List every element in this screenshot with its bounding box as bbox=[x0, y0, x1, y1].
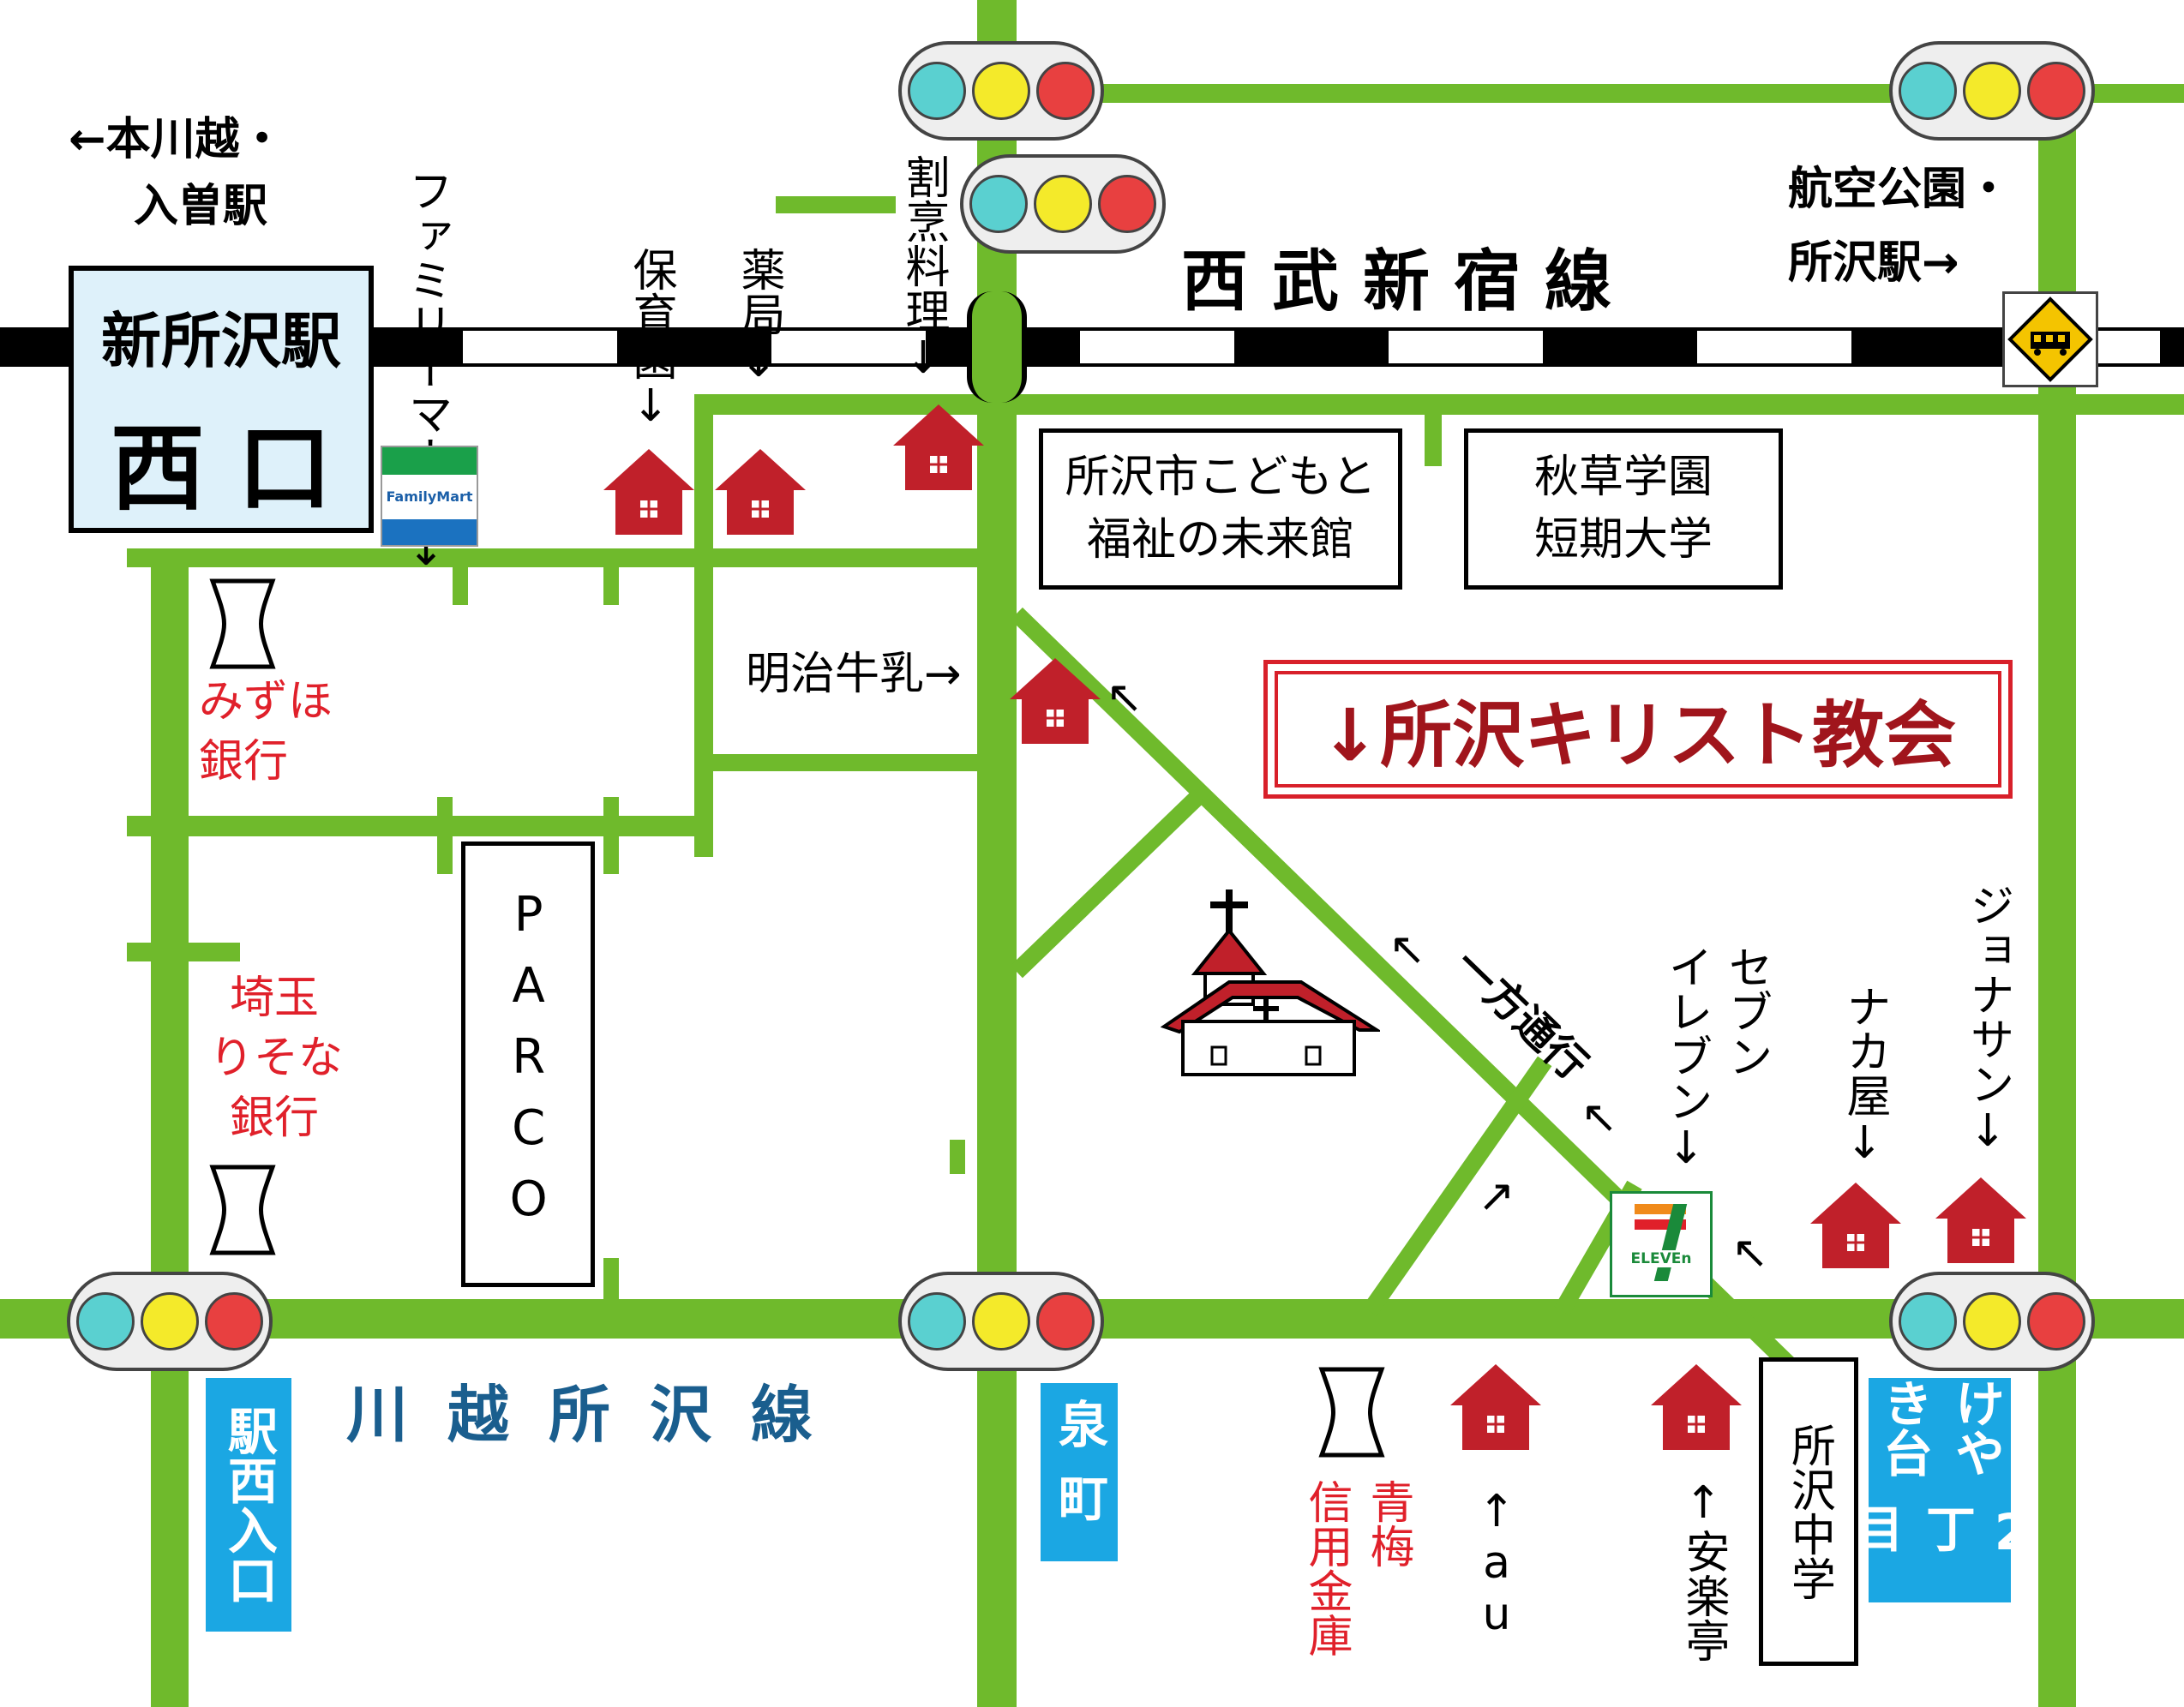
intersection-keyakidai-2chome: けやき台 2丁目 bbox=[1845, 1378, 2041, 1602]
house-icon bbox=[1810, 1183, 1901, 1268]
bank-icon bbox=[209, 578, 276, 669]
one-way-arrow-icon: ↖ bbox=[1389, 924, 1426, 975]
house-icon bbox=[1450, 1364, 1541, 1450]
main-road-name: 川越所沢線 bbox=[346, 1379, 853, 1451]
road-stub-7 bbox=[603, 1258, 619, 1303]
intersection-eki-nishi-iriguchi: 駅西入口 bbox=[206, 1378, 291, 1632]
road-parco-street bbox=[127, 816, 711, 836]
restaurant-label: 割烹料理↓ bbox=[897, 154, 949, 384]
one-way-arrow-icon: ↖ bbox=[1581, 1092, 1618, 1143]
road-stub-1 bbox=[453, 548, 468, 605]
church-title-box: ↓所沢キリスト教会 bbox=[1263, 660, 2013, 799]
one-way-street-label: 一方通行 bbox=[1444, 940, 1597, 1090]
house-icon bbox=[1935, 1177, 2026, 1263]
road-stub-6 bbox=[1425, 415, 1442, 466]
akikusa-gakuen-college: 秋草学園短期大学 bbox=[1464, 428, 1783, 590]
one-way-arrow-icon: ↗ bbox=[1478, 1171, 1515, 1222]
resona-bank-line2: りそな bbox=[209, 1033, 344, 1084]
direction-east-line2: 所沢駅→ bbox=[1788, 237, 1959, 289]
direction-west-line1: ←本川越・ bbox=[69, 114, 285, 165]
station-box: 新所沢駅 西 口 bbox=[69, 266, 374, 533]
seven-eleven-logo-icon: ELEVEn bbox=[1610, 1191, 1713, 1297]
station-exit: 西 口 bbox=[110, 414, 333, 524]
road-familymart-street bbox=[127, 548, 994, 567]
one-way-arrow-icon: ↖ bbox=[1106, 672, 1143, 723]
traffic-signal-icon bbox=[67, 1272, 273, 1371]
direction-west-line2: 入曽駅 bbox=[134, 181, 268, 232]
road-west-avenue bbox=[151, 548, 189, 1707]
kodomo-fukushi-mirai-kan: 所沢市こどもと福祉の未来館 bbox=[1039, 428, 1402, 590]
meiji-milk-label: 明治牛乳→ bbox=[746, 649, 962, 700]
one-way-arrow-icon: ↖ bbox=[1731, 1227, 1769, 1279]
road-stub-3 bbox=[437, 797, 453, 874]
train-crossing-icon bbox=[2002, 291, 2098, 387]
seven-eleven-label-line1: セブン bbox=[1720, 944, 1772, 1078]
house-icon bbox=[893, 404, 984, 490]
jonathan-label: ジョナサン↓ bbox=[1962, 883, 2013, 1157]
parco-building: PARCO bbox=[461, 842, 595, 1287]
tokorozawa-junior-high-school: 所沢中学 bbox=[1759, 1357, 1858, 1666]
traffic-signal-icon bbox=[898, 41, 1104, 141]
bank-icon bbox=[1318, 1367, 1385, 1458]
resona-bank-line3: 銀行 bbox=[230, 1093, 320, 1144]
house-icon bbox=[715, 449, 806, 535]
direction-east-line1: 航空公園・ bbox=[1788, 164, 2012, 215]
road-stub-4 bbox=[603, 797, 619, 874]
ome-shinkin-line1: 青梅 bbox=[1362, 1479, 1413, 1568]
resona-bank-line1: 埼玉 bbox=[230, 973, 320, 1024]
traffic-signal-icon bbox=[1889, 1272, 2095, 1371]
nursery-label: 保育園↓ bbox=[625, 247, 676, 432]
road-stub-2 bbox=[603, 548, 619, 605]
station-name: 新所沢駅 bbox=[101, 306, 341, 376]
road-diagonal-branch-2 bbox=[1362, 1056, 1552, 1316]
house-icon bbox=[1651, 1364, 1742, 1450]
seven-eleven-label-line2: イレブン↓ bbox=[1660, 944, 1712, 1174]
church-title: ↓所沢キリスト教会 bbox=[1319, 692, 1957, 777]
nakaya-label: ナカ屋↓ bbox=[1839, 984, 1890, 1169]
bank-icon bbox=[209, 1165, 276, 1255]
rail-crossing-bridge bbox=[967, 291, 1027, 403]
familymart-logo-icon: FamilyMart bbox=[381, 446, 478, 547]
ome-shinkin-line2: 信用金庫 bbox=[1300, 1479, 1352, 1657]
pharmacy-label: 薬局↓ bbox=[733, 247, 784, 387]
road-meiji-street bbox=[713, 754, 994, 771]
road-stub-5 bbox=[127, 943, 240, 961]
anrakutei-label: ↑安楽亭 bbox=[1677, 1477, 1729, 1662]
road-parco-lane bbox=[694, 394, 713, 857]
railway-name: 西武新宿線 bbox=[1181, 243, 1636, 320]
mizuho-bank-line2: 銀行 bbox=[199, 736, 289, 788]
traffic-signal-icon bbox=[898, 1272, 1104, 1371]
road-north-of-rail bbox=[776, 196, 896, 213]
church-icon bbox=[1161, 889, 1380, 1076]
road-center-avenue bbox=[977, 0, 1017, 1707]
mizuho-bank-line1: みずほ bbox=[199, 676, 333, 728]
au-label: ↑au bbox=[1471, 1486, 1522, 1640]
road-stub-8 bbox=[950, 1140, 965, 1174]
traffic-signal-icon bbox=[1889, 41, 2095, 141]
house-icon bbox=[1010, 658, 1101, 744]
traffic-signal-icon bbox=[960, 154, 1166, 254]
road-top-avenue bbox=[1001, 84, 2184, 103]
house-icon bbox=[603, 449, 694, 535]
intersection-izumicho: 泉町 bbox=[1041, 1383, 1118, 1561]
